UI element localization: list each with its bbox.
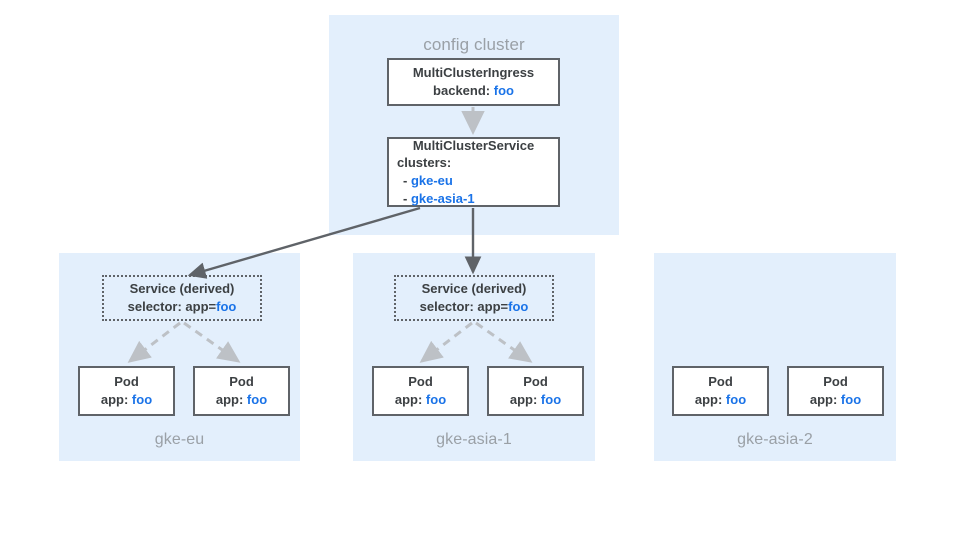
pod-app-label: app: bbox=[509, 392, 541, 407]
pod-app-value: foo bbox=[725, 392, 747, 407]
mcs-cluster-item: - gke-asia-1 bbox=[397, 190, 558, 208]
derived-service-box-gke-asia-1[interactable]: Service (derived) selector: app=foo bbox=[394, 275, 554, 321]
service-title: Service (derived) bbox=[421, 280, 527, 296]
pod-box[interactable]: Pod app: foo bbox=[193, 366, 290, 416]
pod-app-line: app: foo bbox=[395, 391, 446, 409]
mci-backend-line: backend: foo bbox=[433, 82, 514, 100]
mcs-cluster-prefix: - bbox=[403, 190, 411, 206]
mci-backend-value: foo bbox=[493, 83, 514, 98]
cluster-panel-gke-asia-1: gke-asia-1 bbox=[353, 253, 595, 461]
pod-title: Pod bbox=[408, 374, 433, 390]
pod-app-line: app: foo bbox=[216, 391, 267, 409]
service-selector-label: selector: app= bbox=[127, 299, 217, 314]
pod-app-value: foo bbox=[131, 392, 153, 407]
mci-title: MultiClusterIngress bbox=[412, 65, 535, 81]
service-selector-label: selector: app= bbox=[419, 299, 509, 314]
cluster-label-gke-asia-2: gke-asia-2 bbox=[737, 431, 813, 448]
mcs-clusters-label: clusters: bbox=[397, 155, 452, 171]
mcs-title: MultiClusterService bbox=[412, 137, 535, 153]
pod-app-label: app: bbox=[809, 392, 841, 407]
pod-title: Pod bbox=[708, 374, 733, 390]
service-selector-line: selector: app=foo bbox=[128, 298, 237, 316]
pod-app-line: app: foo bbox=[810, 391, 861, 409]
service-title: Service (derived) bbox=[129, 280, 235, 296]
multiclusteringress-box[interactable]: MultiClusterIngress backend: foo bbox=[387, 58, 560, 106]
pod-box[interactable]: Pod app: foo bbox=[78, 366, 175, 416]
pod-app-label: app: bbox=[694, 392, 726, 407]
mcs-cluster-value: gke-eu bbox=[410, 173, 453, 188]
service-selector-value: foo bbox=[216, 299, 237, 314]
mci-backend-label: backend: bbox=[433, 83, 494, 98]
mcs-cluster-item: - gke-eu bbox=[397, 172, 558, 190]
pod-box[interactable]: Pod app: foo bbox=[787, 366, 884, 416]
pod-app-label: app: bbox=[394, 392, 426, 407]
pod-app-label: app: bbox=[215, 392, 247, 407]
pod-box[interactable]: Pod app: foo bbox=[487, 366, 584, 416]
pod-title: Pod bbox=[229, 374, 254, 390]
service-selector-line: selector: app=foo bbox=[420, 298, 529, 316]
pod-title: Pod bbox=[523, 374, 548, 390]
pod-box[interactable]: Pod app: foo bbox=[672, 366, 769, 416]
pod-app-value: foo bbox=[246, 392, 268, 407]
pod-app-value: foo bbox=[840, 392, 862, 407]
mcs-cluster-value: gke-asia-1 bbox=[410, 190, 475, 206]
pod-title: Pod bbox=[114, 374, 139, 390]
cluster-panel-gke-asia-2: gke-asia-2 bbox=[654, 253, 896, 461]
pod-app-value: foo bbox=[540, 392, 562, 407]
pod-box[interactable]: Pod app: foo bbox=[372, 366, 469, 416]
multiclusterservice-box[interactable]: MultiClusterService clusters: - gke-eu -… bbox=[387, 137, 560, 207]
service-selector-value: foo bbox=[508, 299, 529, 314]
pod-app-line: app: foo bbox=[695, 391, 746, 409]
pod-app-value: foo bbox=[425, 392, 447, 407]
pod-app-line: app: foo bbox=[101, 391, 152, 409]
pod-title: Pod bbox=[823, 374, 848, 390]
cluster-label-gke-asia-1: gke-asia-1 bbox=[436, 431, 512, 448]
cluster-label-gke-eu: gke-eu bbox=[154, 431, 205, 448]
config-cluster-label: config cluster bbox=[423, 35, 525, 54]
pod-app-line: app: foo bbox=[510, 391, 561, 409]
derived-service-box-gke-eu[interactable]: Service (derived) selector: app=foo bbox=[102, 275, 262, 321]
pod-app-label: app: bbox=[100, 392, 132, 407]
mcs-cluster-prefix: - bbox=[403, 173, 411, 188]
